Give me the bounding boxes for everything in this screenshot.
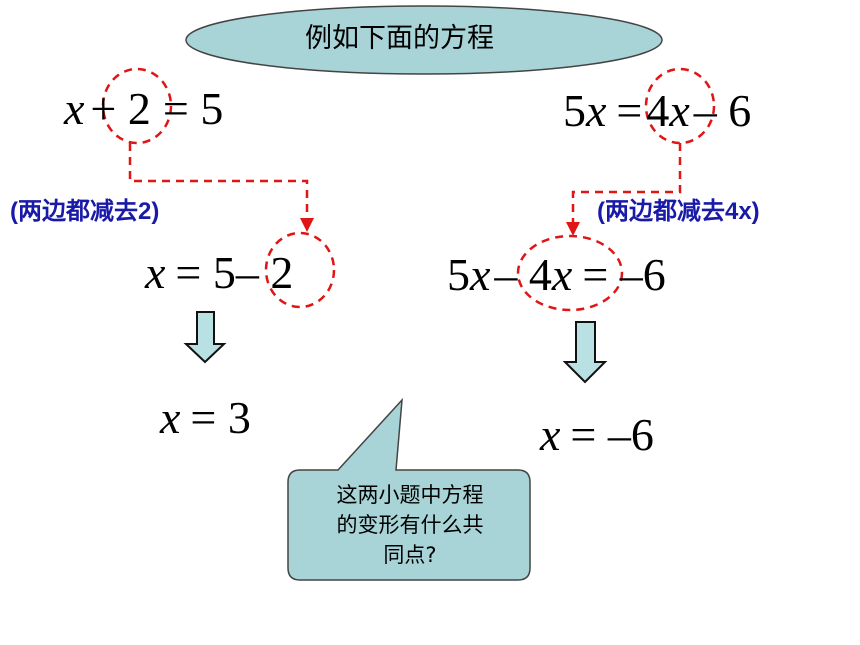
left-note: (两边都减去2) <box>10 198 160 225</box>
right-eq2-var2: x <box>551 249 573 300</box>
left-eq2-minus2: – 2 <box>235 247 294 298</box>
left-connector-arrowhead <box>300 218 314 232</box>
left-equation-1: x+ 2= 5 <box>64 86 223 132</box>
left-circle-plus2 <box>101 67 173 145</box>
right-eq2-var: x <box>470 249 491 300</box>
right-eq3-var: x <box>540 409 561 460</box>
left-eq2-var: x <box>145 247 166 298</box>
right-note: (两边都减去4x) <box>597 198 760 225</box>
right-eq1-var: x <box>586 85 607 136</box>
left-eq3-rhs: = 3 <box>190 392 251 443</box>
left-connector <box>128 143 309 220</box>
right-equation-3: x= –6 <box>540 412 654 458</box>
left-eq3-var: x <box>160 392 181 443</box>
right-circle-4x <box>644 67 716 145</box>
title-text: 例如下面的方程 <box>305 23 494 54</box>
right-eq1-equals: = <box>616 85 643 136</box>
title-ellipse <box>185 5 663 75</box>
left-eq2-mid: = 5 <box>175 247 236 298</box>
right-eq1-coef: 5 <box>563 85 586 136</box>
left-circle-minus2 <box>264 231 336 309</box>
right-eq3-rhs: = –6 <box>570 409 654 460</box>
right-eq2-coef: 5 <box>447 249 470 300</box>
left-eq1-rhs: = 5 <box>162 83 224 134</box>
right-eq2-rhs: = –6 <box>582 249 666 300</box>
right-eq1-minus6: – 6 <box>693 85 752 136</box>
callout-line-3: 同点? <box>383 543 437 567</box>
right-equation-2: 5x– 4x= –6 <box>447 252 666 298</box>
right-connector-arrowhead <box>566 222 580 236</box>
right-down-arrow <box>562 321 608 384</box>
left-equation-2: x= 5– 2 <box>145 250 293 296</box>
left-down-arrow <box>183 311 227 364</box>
callout-text: 这两小题中方程 的变形有什么共 同点? <box>290 480 530 570</box>
callout-bubble <box>287 397 531 581</box>
right-eq1-var2: x <box>669 85 690 136</box>
left-eq1-plus2: + 2 <box>90 83 151 134</box>
right-circle-minus4x <box>516 234 624 312</box>
callout-line-1: 这两小题中方程 <box>336 483 484 507</box>
right-eq2-minus4: – 4 <box>494 249 552 300</box>
left-equation-3: x= 3 <box>160 395 251 441</box>
left-eq1-var: x <box>64 83 85 134</box>
callout-line-2: 的变形有什么共 <box>336 513 484 537</box>
right-eq1-coef2: 4 <box>646 85 670 136</box>
right-connector <box>571 143 682 225</box>
right-equation-1: 5x=4x– 6 <box>563 88 751 134</box>
